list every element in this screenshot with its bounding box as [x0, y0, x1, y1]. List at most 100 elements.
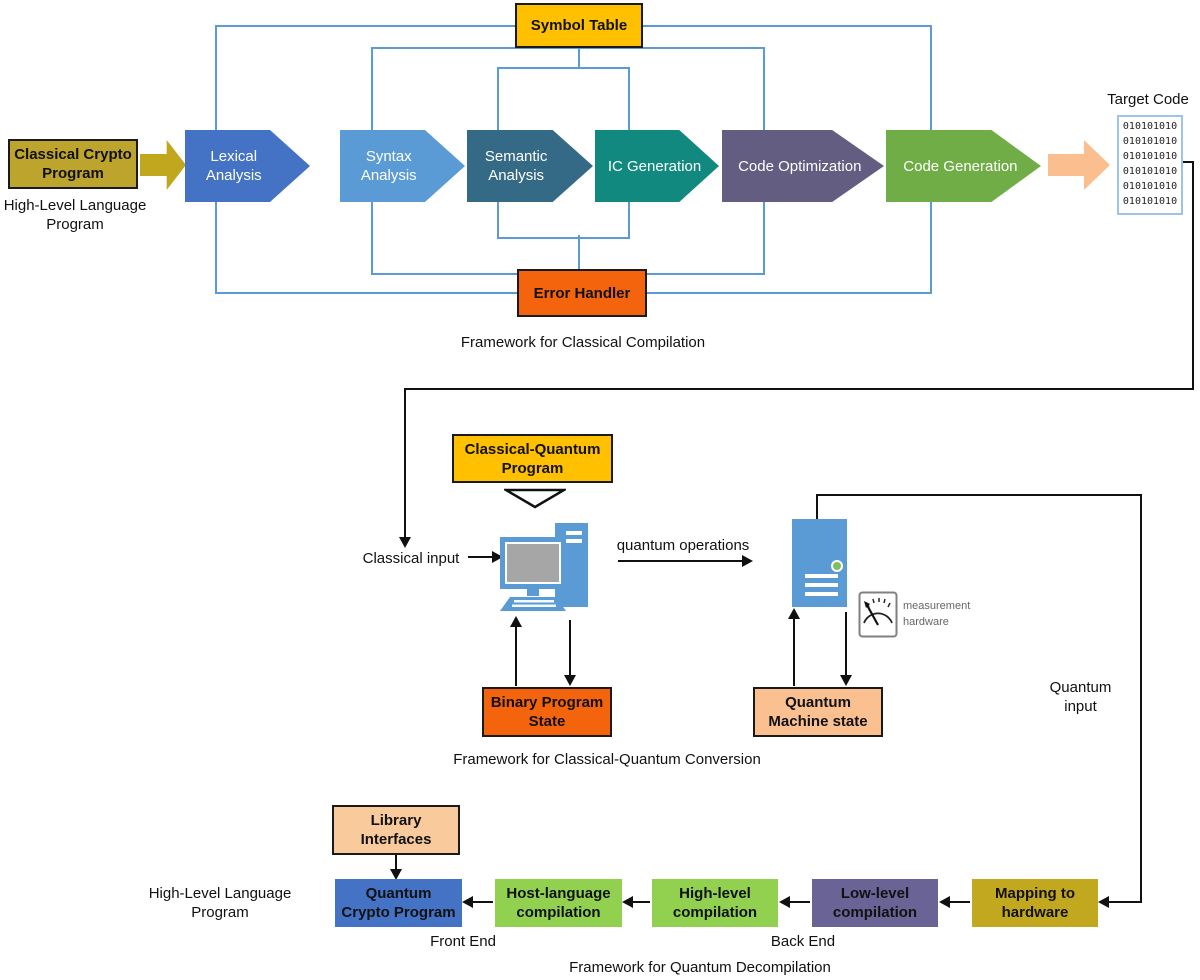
arrowhead-host-to-qcp	[462, 896, 473, 908]
stage-label-lexical: Lexical Analysis	[205, 148, 262, 184]
hll-program-caption-top: High-Level Language Program	[0, 196, 150, 234]
binary-line: 010101010	[1122, 121, 1178, 132]
binary-line: 010101010	[1122, 196, 1178, 207]
quantum-input-line1: Quantum	[1049, 679, 1112, 696]
library-line1: Library	[370, 812, 422, 829]
bps-line1: Binary Program	[490, 694, 604, 711]
host-language-compilation-box: Host-language compilation	[495, 879, 622, 927]
input-block-arrow-icon	[140, 140, 186, 190]
arrowhead-into-computer	[492, 551, 503, 563]
target-code-box: 010101010 010101010 010101010 010101010 …	[1117, 115, 1183, 215]
binary-program-state-box: Binary Program State	[482, 687, 612, 737]
arrowhead-map-to-low	[939, 896, 950, 908]
classical-framework-caption: Framework for Classical Compilation	[460, 334, 706, 351]
classical-quantum-program-box: Classical-Quantum Program	[452, 434, 613, 483]
mapping-label: Mapping to hardware	[995, 885, 1075, 921]
error-handler-connector-line	[578, 235, 580, 269]
classical-crypto-program-label: Classical Crypto Program	[14, 146, 132, 182]
qms-line1: Quantum	[785, 694, 851, 711]
server-slot	[805, 592, 838, 596]
symbol-table-label: Symbol Table	[530, 17, 628, 34]
arrow-host-to-qcp-line	[469, 901, 493, 903]
binary-line: 010101010	[1122, 136, 1178, 147]
quantum-input-line2: input	[1064, 698, 1097, 715]
connector-quantum-operations	[618, 560, 744, 562]
qcp-label: Quantum Crypto Program	[341, 885, 456, 921]
low-level-compilation-box: Low-level compilation	[812, 879, 938, 927]
computer-icon	[500, 523, 588, 611]
arrowhead-qms-up	[788, 608, 800, 619]
server-slot	[805, 574, 838, 578]
symbol-table-connector-line	[578, 47, 580, 67]
target-code-label: Target Code	[1107, 91, 1189, 108]
server-led-icon	[831, 560, 843, 572]
quantum-machine-state-box: Quantum Machine state	[753, 687, 883, 737]
symbol-table-box: Symbol Table	[515, 3, 643, 48]
arrowhead-library-down	[390, 869, 402, 880]
decompilation-framework-caption: Framework for Quantum Decompilation	[569, 959, 831, 976]
connector-target-right-v	[1192, 161, 1194, 390]
binary-line: 010101010	[1122, 151, 1178, 162]
quantum-server-icon	[792, 519, 847, 607]
arrowhead-high-to-host	[622, 896, 633, 908]
classical-input-label: Classical input	[362, 550, 460, 567]
back-end-label: Back End	[770, 933, 836, 950]
arrow-bps-up-line	[515, 624, 517, 686]
measurement-hardware-label: measurement hardware	[903, 598, 983, 630]
arrowhead-classical-input	[399, 537, 411, 548]
cqp-line2: Program	[501, 459, 564, 477]
stage-label-codegen: Code Generation	[903, 157, 1018, 175]
quantum-input-label: Quantum input	[1038, 678, 1123, 716]
high-level-compilation-box: High-level compilation	[652, 879, 778, 927]
qms-line2: Machine state	[768, 713, 868, 730]
arrow-high-to-host-line	[629, 901, 650, 903]
output-block-arrow-icon	[1048, 140, 1110, 190]
stage-label-ic: IC Generation	[607, 157, 702, 175]
arrowhead-low-to-high	[779, 896, 790, 908]
bps-line2: State	[528, 713, 566, 730]
mapping-to-hardware-box: Mapping to hardware	[972, 879, 1098, 927]
library-interfaces-box: Library Interfaces	[332, 805, 460, 855]
stage-code-generation: Code Generation	[886, 130, 1041, 202]
stage-label-semantic: Semantic Analysis	[484, 148, 548, 184]
error-handler-label: Error Handler	[533, 284, 631, 302]
front-end-label: Front End	[430, 933, 496, 950]
host-label: Host-language compilation	[506, 885, 611, 921]
hll-bottom-line1: High-Level Language	[148, 885, 292, 902]
arrowhead-into-mapping	[1098, 896, 1109, 908]
hll-top-line1: High-Level Language	[3, 197, 147, 214]
measurement-gauge-icon	[858, 591, 898, 638]
library-line2: Interfaces	[360, 831, 432, 848]
connector-return-h	[404, 388, 1194, 390]
arrow-bps-down-line	[569, 620, 571, 677]
error-handler-box: Error Handler	[517, 269, 647, 317]
measurement-line1: measurement	[903, 600, 971, 612]
connector-server-up-v	[816, 494, 818, 520]
conversion-framework-caption: Framework for Classical-Quantum Conversi…	[453, 751, 761, 768]
quantum-crypto-program-box: Quantum Crypto Program	[335, 879, 462, 927]
arrow-qms-down-line	[845, 612, 847, 677]
binary-line: 010101010	[1122, 181, 1178, 192]
arrowhead-bps-up	[510, 616, 522, 627]
arrowhead-quantum-operations	[742, 555, 753, 567]
quantum-operations-label: quantum operations	[616, 537, 750, 554]
measurement-line2: hardware	[903, 616, 949, 628]
highlevel-label: High-level compilation	[672, 885, 758, 921]
classical-crypto-program-box: Classical Crypto Program	[8, 139, 138, 189]
connector-down-to-input-v	[404, 388, 406, 538]
cqp-line1: Classical-Quantum	[464, 440, 601, 458]
arrowhead-qms-down	[840, 675, 852, 686]
server-slot	[805, 583, 838, 587]
connector-quantum-top-h	[816, 494, 1142, 496]
arrow-low-to-high-line	[786, 901, 810, 903]
hll-program-caption-bottom: High-Level Language Program	[145, 884, 295, 922]
connector-input-to-computer	[468, 556, 494, 558]
arrow-map-to-low-line	[946, 901, 970, 903]
open-triangle-down-icon	[504, 488, 566, 509]
hll-top-line2: Program	[46, 216, 104, 233]
lowlevel-label: Low-level compilation	[832, 885, 918, 921]
arrowhead-bps-down	[564, 675, 576, 686]
arrow-qms-up-line	[793, 616, 795, 686]
hll-bottom-line2: Program	[191, 904, 249, 921]
